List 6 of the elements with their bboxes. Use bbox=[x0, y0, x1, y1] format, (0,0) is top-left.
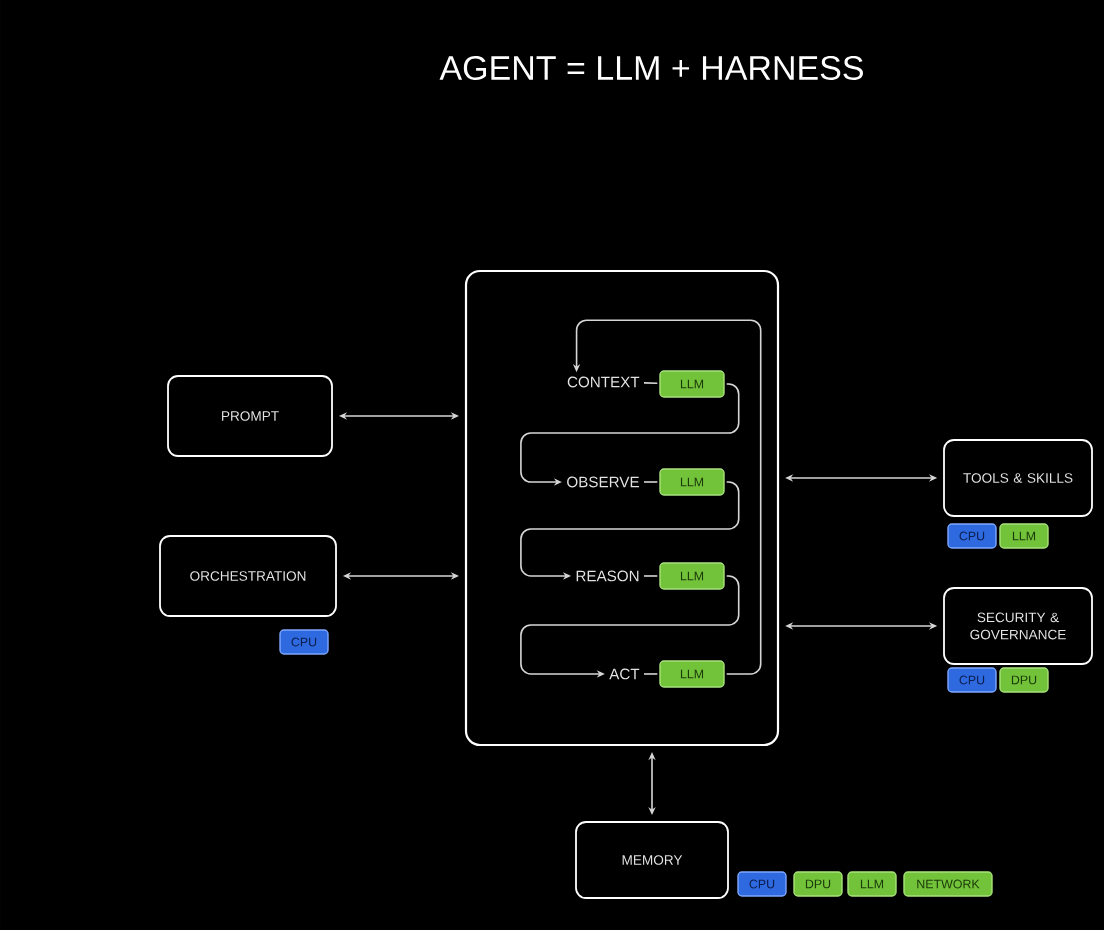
connector-line bbox=[643, 481, 659, 483]
connector-line bbox=[643, 382, 659, 384]
connector-line bbox=[643, 575, 659, 577]
connector-line bbox=[643, 673, 659, 675]
title: AGENT = LLM + HARNESS bbox=[439, 55, 863, 81]
harness-box bbox=[464, 269, 780, 747]
